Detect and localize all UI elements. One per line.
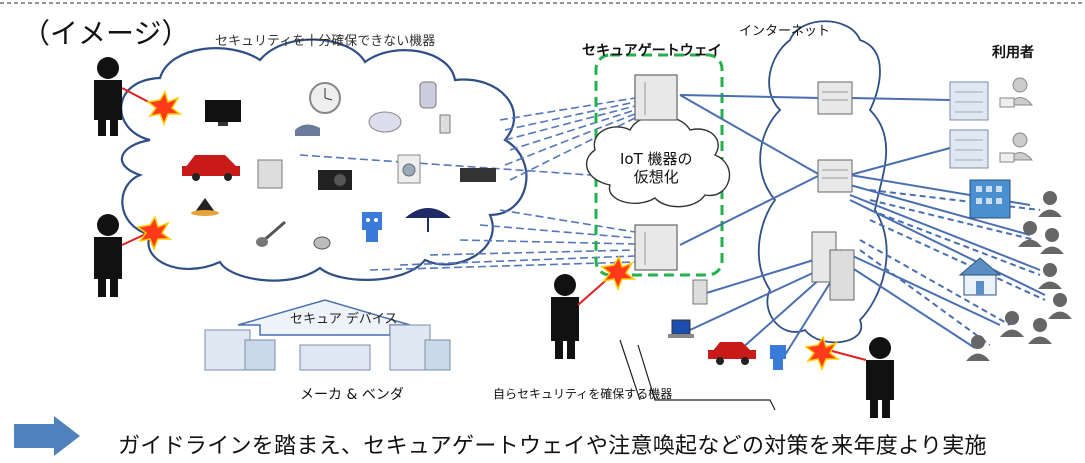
server-icon: [817, 159, 853, 193]
umbrella-icon: [405, 208, 451, 232]
attacker-icon: [94, 57, 122, 136]
explosion-icon: [146, 90, 183, 127]
iot-virtualization-line2: 仮想化: [633, 168, 679, 186]
server-icon: [692, 279, 708, 305]
iot-virtualization-label: IoT 機器の 仮想化: [620, 150, 693, 186]
building-icon: [389, 324, 451, 371]
server-icon: [811, 231, 855, 301]
rice-cooker-icon: [368, 111, 402, 133]
house-icon: [958, 257, 1002, 296]
building-icon: [949, 81, 989, 121]
fridge-icon: [257, 159, 283, 189]
car-icon: [182, 155, 240, 181]
self-secure-devices-label: 自らセキュリティを確保する機器: [493, 387, 673, 401]
iot-virtualization-cloud: [585, 115, 731, 208]
explosion-icon: [804, 335, 841, 372]
user-icon: [1038, 191, 1062, 217]
robot-icon: [770, 345, 786, 370]
insecure-devices-label: セキュリティを十分確保できない機器: [215, 34, 436, 49]
guitar-icon: [256, 220, 286, 247]
vacuum-icon: [439, 114, 451, 134]
user-icon: [1028, 318, 1052, 344]
user-icon: [1018, 221, 1042, 247]
maker-vendor-label: メーカ & ベンダ: [300, 387, 404, 403]
server-icon: [634, 74, 678, 121]
building-icon: [299, 344, 371, 371]
thermos-icon: [419, 81, 437, 109]
users-label: 利用者: [992, 45, 1034, 61]
secure-devices-label: セキュア デバイス: [290, 312, 398, 327]
user-icon: [999, 77, 1034, 108]
user-dashed-lines: [859, 189, 1046, 346]
attacker-icon: [551, 274, 579, 359]
tv-icon: [205, 100, 241, 126]
robot-icon: [362, 212, 382, 242]
user-icon: [1048, 293, 1072, 319]
building-icon: [204, 329, 276, 371]
image-label: （イメージ）: [22, 17, 190, 50]
user-silhouettes: [966, 191, 1072, 361]
conclusion-text: ガイドラインを踏まえ、セキュアゲートウェイや注意喚起などの対策を来年度より実施: [118, 434, 987, 459]
server-icon: [817, 81, 853, 115]
attacker-icon: [94, 214, 122, 297]
user-icon: [1038, 263, 1062, 289]
clock-icon: [309, 82, 341, 114]
explosion-icon: [136, 215, 173, 252]
pc-icon: [668, 319, 694, 338]
washing-machine-icon: [397, 154, 421, 184]
arrow-icon: [14, 416, 80, 456]
building-icon: [949, 129, 989, 169]
camera-icon: [318, 170, 352, 190]
user-icon: [1000, 311, 1024, 337]
witch-hat-icon: [191, 198, 219, 216]
server-icon: [634, 224, 678, 271]
self-secure-bracket: [637, 344, 776, 411]
shoes-icon: [295, 124, 320, 136]
internet-label: インターネット: [739, 24, 831, 39]
security-camera-icon: [313, 236, 331, 250]
user-icon: [999, 132, 1034, 163]
car-icon: [708, 342, 756, 365]
user-icon: [966, 335, 990, 361]
building-icon: [969, 179, 1011, 219]
video-recorder-icon: [460, 168, 496, 182]
attacker-icon: [866, 337, 894, 418]
explosion-icon: [600, 255, 637, 292]
secure-gateway-label: セキュアゲートウェイ: [582, 43, 722, 59]
user-icon: [1040, 228, 1064, 254]
iot-virtualization-line1: IoT 機器の: [620, 150, 693, 168]
